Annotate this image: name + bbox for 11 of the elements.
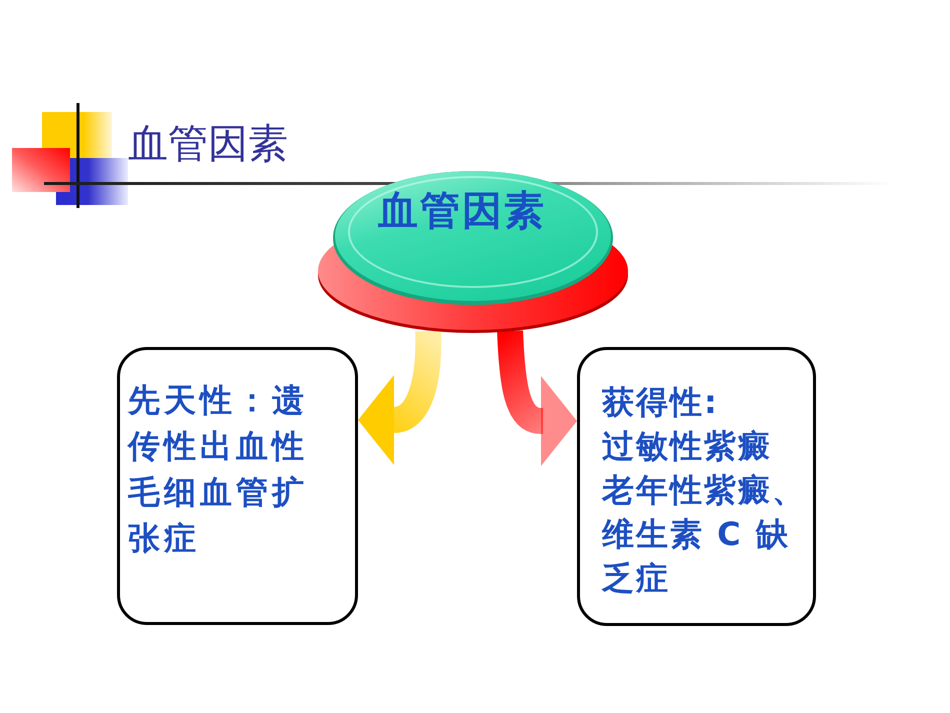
rounded-box (117, 347, 358, 625)
oval-label: 血管因素 (378, 188, 546, 234)
box-text: 过敏性紫癜 (602, 426, 772, 467)
box-text: 先天性：遗传性出血性毛细血管扩张症 (128, 380, 309, 559)
rounded-box (577, 347, 816, 626)
box-text: 老年性紫癜、维生素 C 缺乏症 (602, 470, 807, 599)
oval-button (316, 168, 630, 335)
curved-arrow (497, 330, 577, 466)
box-text: 获得性: (602, 382, 719, 423)
curved-arrow (358, 330, 442, 465)
slide-title: 血管因素 (128, 120, 288, 169)
